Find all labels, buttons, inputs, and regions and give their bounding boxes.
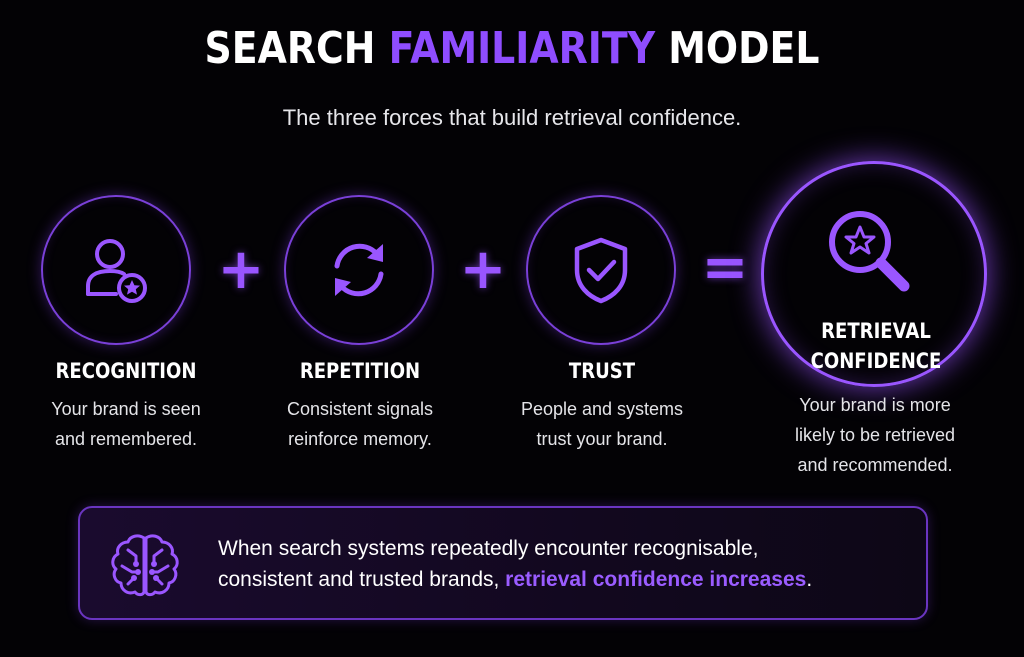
title-word-familiarity: FAMILIARITY [388,23,656,74]
result-desc-line3: and recommended. [797,455,953,475]
repetition-circle [284,195,434,345]
page-title: SEARCH FAMILIARITY MODEL [72,22,953,76]
banner-text-line2: consistent and trusted brands, retrieval… [218,564,908,595]
equals-operator: = [701,235,749,300]
result-desc-line2: likely to be retrieved [794,425,956,445]
recognition-circle [41,195,191,345]
page-subtitle: The three forces that build retrieval co… [282,105,742,130]
plus-operator-1: + [217,237,265,302]
trust-desc-line1: People and systems [520,399,684,419]
trust-title: TRUST [568,359,636,383]
banner-text-end: . [806,568,813,591]
shield-check-icon [574,237,628,304]
title-word-search: SEARCH [204,23,376,74]
result-title-line2: CONFIDENCE [810,349,942,373]
recognition-title: RECOGNITION [55,359,197,383]
trust-description: People and systems trust your brand. [482,394,722,454]
summary-banner: When search systems repeatedly encounter… [78,506,928,620]
repetition-desc-line1: Consistent signals [286,399,434,419]
result-description: Your brand is more likely to be retrieve… [755,390,995,480]
repetition-description: Consistent signals reinforce memory. [240,394,480,454]
user-star-icon [86,239,147,303]
magnifier-star-icon [829,211,910,292]
trust-circle [526,195,676,345]
trust-desc-line2: trust your brand. [536,429,668,449]
recognition-description: Your brand is seen and remembered. [6,394,246,454]
title-word-model: MODEL [668,23,820,74]
repetition-title: REPETITION [299,359,421,383]
result-desc-line1: Your brand is more [799,395,951,415]
banner-text-plain: consistent and trusted brands, [218,568,506,591]
plus-operator-2: + [459,237,507,302]
result-title-line1: RETRIEVAL [821,319,931,343]
banner-text: When search systems repeatedly encounter… [218,533,908,595]
recognition-desc-line1: Your brand is seen [51,399,201,419]
banner-text-highlight: retrieval confidence increases [505,568,807,591]
refresh-cycle-icon [334,243,384,297]
brain-circuit-icon [111,534,179,597]
repetition-desc-line2: reinforce memory. [288,429,432,449]
banner-text-line1: When search systems repeatedly encounter… [218,537,759,560]
retrieval-confidence-circle [761,161,987,387]
recognition-desc-line2: and remembered. [54,429,198,449]
